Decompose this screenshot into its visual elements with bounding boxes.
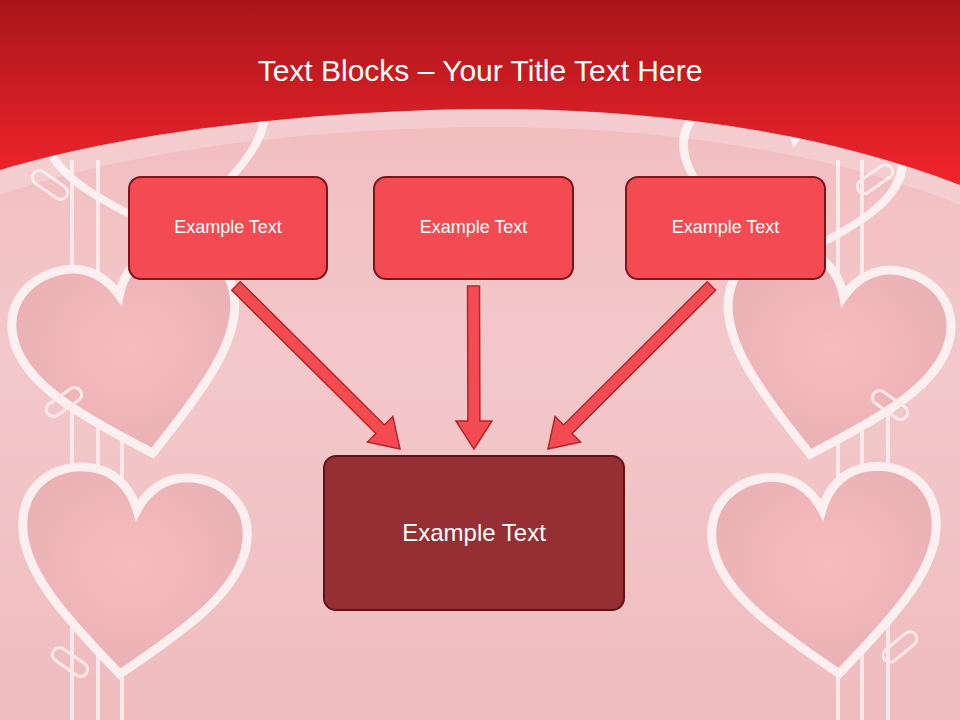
box-text: Example Text [402, 519, 546, 548]
arrow-shape [232, 282, 400, 449]
title-bar: Text Blocks – Your Title Text Here [0, 54, 960, 88]
connector-arrow [548, 282, 716, 449]
header-band [0, 0, 960, 185]
connector-arrow [232, 282, 400, 449]
box-text: Example Text [672, 217, 780, 239]
text-box: Example Text [373, 176, 574, 280]
arrow-shape [456, 286, 492, 449]
text-box: Example Text [323, 455, 625, 611]
header-glow [0, 0, 960, 205]
paper-clips [30, 162, 920, 679]
text-box: Example Text [625, 176, 826, 280]
connector-arrow [456, 286, 492, 449]
hanging-strings [72, 160, 888, 720]
title-text: Text Blocks – Your Title Text Here [258, 54, 703, 87]
text-box: Example Text [128, 176, 328, 280]
box-text: Example Text [420, 217, 528, 239]
arrow-shape [548, 282, 716, 449]
box-text: Example Text [174, 217, 282, 239]
